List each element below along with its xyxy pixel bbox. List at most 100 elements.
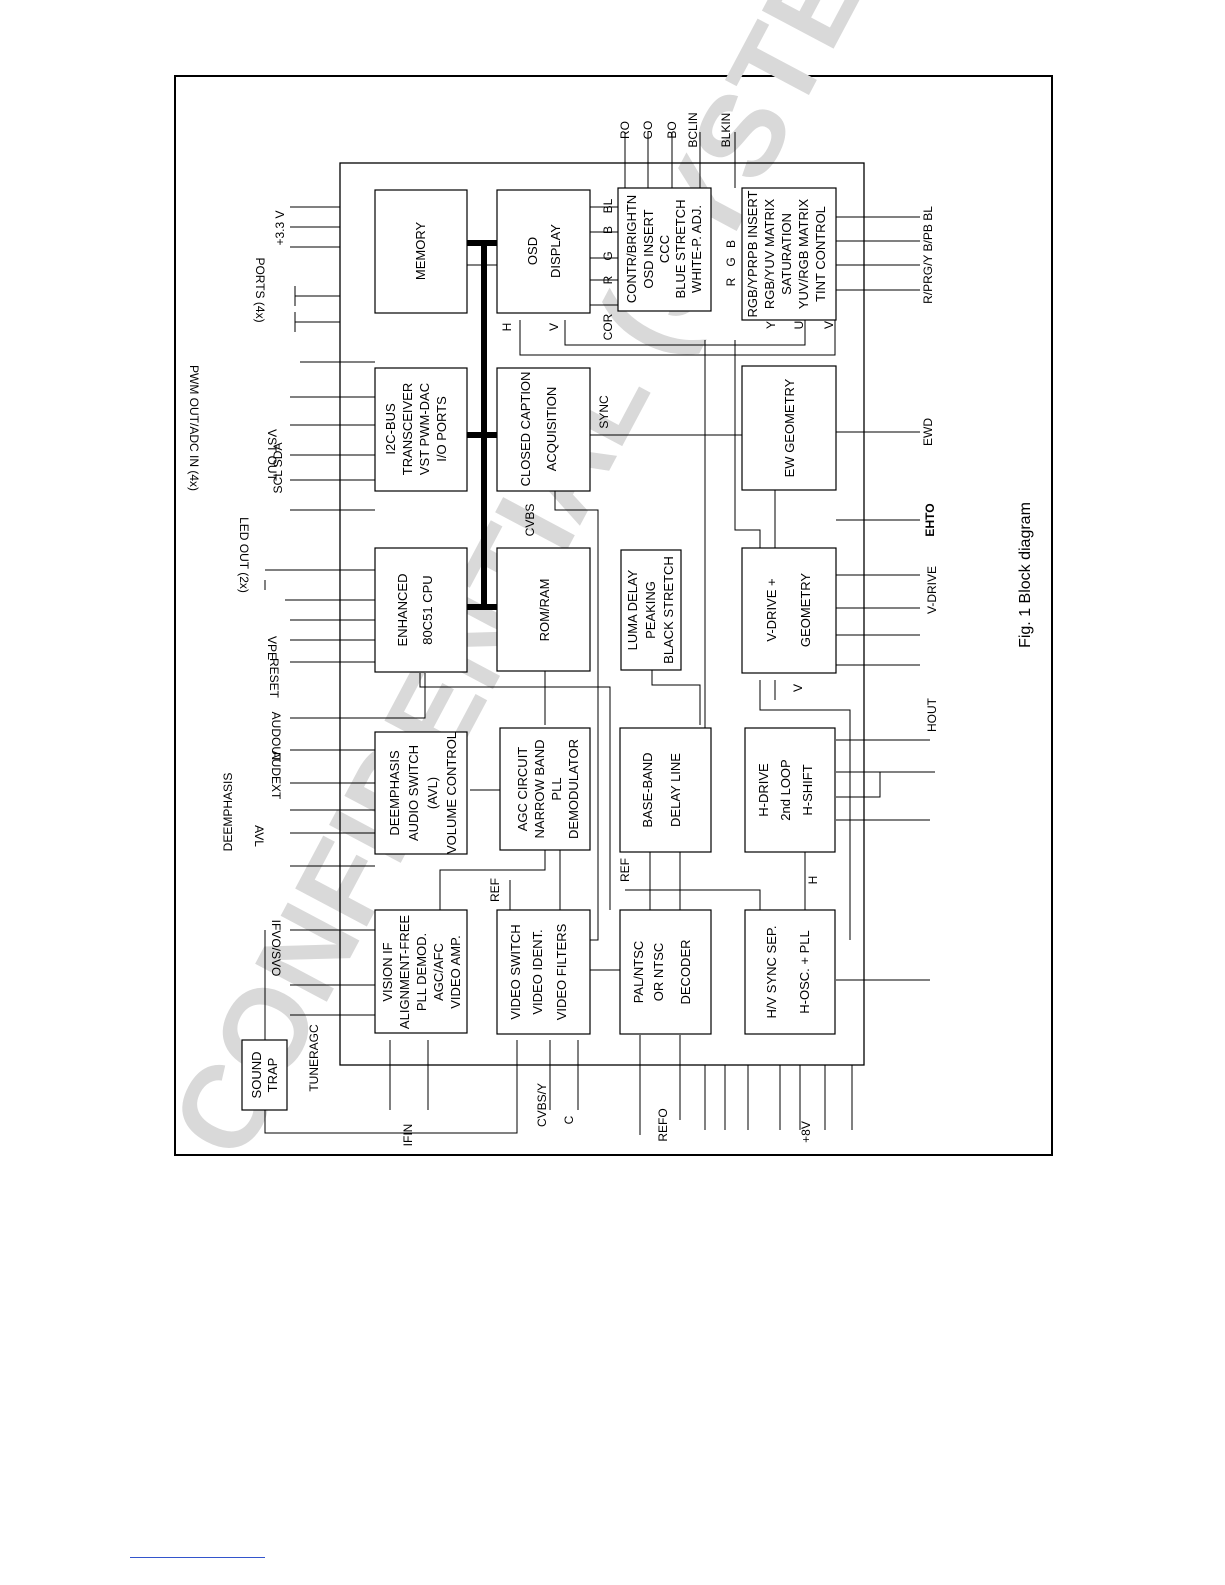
romram-label: ROM/RAM [537,579,552,642]
label-cvbs: CVBS [523,504,537,537]
label-hout: HOUT [925,697,939,732]
internal-bus [467,240,500,610]
label-led: LED OUT (2x) [237,517,251,593]
label-ref-2: REF [618,858,632,882]
chip-outline [339,162,865,1066]
i2c-label-4: I/O PORTS [434,396,449,462]
vswitch-label-3: VIDEO FILTERS [554,923,569,1020]
h-drive-block [744,727,836,853]
label-bo: BO [665,121,679,138]
label-cor: COR [601,313,615,340]
label-audout: AUDOUT [269,712,283,763]
osd-display-block [496,189,591,314]
luma-label-2: PEAKING [643,581,658,639]
label-3v3: +3.3 V [273,210,287,245]
label-ifvo: IFVO/SVO [269,920,283,977]
vdrive-label-1: V-DRIVE + [764,578,779,641]
hdrive-label-1: H-DRIVE [756,763,771,817]
i2c-bus-block [374,367,468,492]
rgb-matrix-block [741,187,837,321]
label-cvbs-y: CVBS/Y [535,1083,549,1127]
vdrive-label-2: GEOMETRY [798,573,813,647]
label-v-1: V [547,323,561,331]
rom-ram-block [496,547,591,672]
matrix-label-3: SATURATION [779,213,794,295]
memory-block [374,189,468,314]
label-avl: AVL [252,825,266,847]
footer-link-line [130,1557,265,1558]
label-reset: RESET [267,658,281,699]
label-u: U [792,321,806,330]
decoder-label-1: PAL/NTSC [631,941,646,1004]
agc-circuit-block [499,727,591,851]
blocks [241,187,837,1111]
label-r-2: R [724,277,738,286]
decoder-block [619,909,712,1035]
hdrive-label-2: 2nd LOOP [778,759,793,820]
matrix-label-2: RGB/YUV MATRIX [762,199,777,310]
audio-label-1: DEEMPHASIS [387,750,402,836]
label-deemphasis: DEEMPHASIS [221,773,235,852]
cpu-label-1: ENHANCED [395,574,410,647]
label-b: B [601,226,615,234]
agc-label-3: PLL [549,777,564,800]
contr-label-5: WHITE-P. ADJ. [689,205,704,293]
audio-switch-block [374,731,468,855]
closed-caption-block [496,367,591,492]
label-vst: VST OUT [265,429,279,481]
label-g-2: G [724,257,738,266]
label-ehto: EHTO [923,503,937,536]
label-pwm: PWM OUT/ADC IN (4x) [187,365,201,491]
baseband-label-1: BASE-BAND [640,752,655,827]
label-h-1: H [806,876,820,885]
cc-label-2: ACQUISITION [544,387,559,472]
label-y: Y [764,321,778,329]
vision-label-4: AGC/AFC [431,943,446,1001]
label-8v: +8V [799,1121,813,1143]
v-drive-block [741,547,837,674]
osd-label-2: DISPLAY [548,224,563,278]
contr-brightness-block [617,187,712,312]
signal-labels: +3.3 V PORTS (4x) PWM OUT/ADC IN (4x) VS… [187,112,939,1146]
vswitch-label-1: VIDEO SWITCH [508,924,523,1019]
hv-sync-block [744,909,836,1035]
audio-label-3: (AVL) [425,777,440,809]
contr-label-3: CCC [657,235,672,263]
audio-label-2: AUDIO SWITCH [406,745,421,841]
baseband-delay-block [619,727,712,853]
block-texts: MEMORY OSD DISPLAY CONTR/BRIGHTN OSD INS… [249,190,828,1098]
matrix-label-5: TINT CONTROL [813,206,828,302]
soundtrap-label-2: TRAP [265,1058,280,1093]
hvsync-label-2: H-OSC. + PLL [797,930,812,1013]
label-bl: BL [601,198,615,213]
hdrive-label-3: H-SHIFT [800,764,815,815]
video-switch-block [496,909,591,1035]
contr-label-1: CONTR/BRIGHTN [624,195,639,303]
i2c-label-2: TRANSCEIVER [400,383,415,475]
label-rgb-inputs: R/PRG/Y B/PB BL [921,206,935,304]
label-bclin: BCLIN [686,112,700,147]
i2c-label-1: I2C-BUS [383,403,398,455]
vision-label-5: VIDEO AMP. [448,935,463,1008]
label-r: R [601,275,615,284]
contr-label-4: BLUE STRETCH [673,200,688,299]
label-h-2: H [500,323,514,332]
label-v-3: V [822,321,836,329]
decoder-label-2: OR NTSC [651,943,666,1002]
i2c-label-3: VST PWM-DAC [417,383,432,475]
label-go: GO [641,121,655,140]
diagram-frame [174,75,1053,1156]
label-sync: SYNC [597,395,611,429]
wiring [264,132,935,1135]
sound-trap-block [241,1039,288,1111]
vision-label-3: PLL DEMOD. [414,933,429,1011]
label-c: C [562,1115,576,1124]
soundtrap-label-1: SOUND [249,1052,264,1099]
label-v-2: V [791,684,805,692]
label-ifin: IFIN [401,1124,415,1147]
baseband-label-2: DELAY LINE [668,753,683,827]
label-v-drive: V-DRIVE [925,566,939,614]
label-blkin: BLKIN [719,113,733,148]
luma-label-1: LUMA DELAY [625,569,640,650]
label-ports: PORTS (4x) [253,257,267,322]
